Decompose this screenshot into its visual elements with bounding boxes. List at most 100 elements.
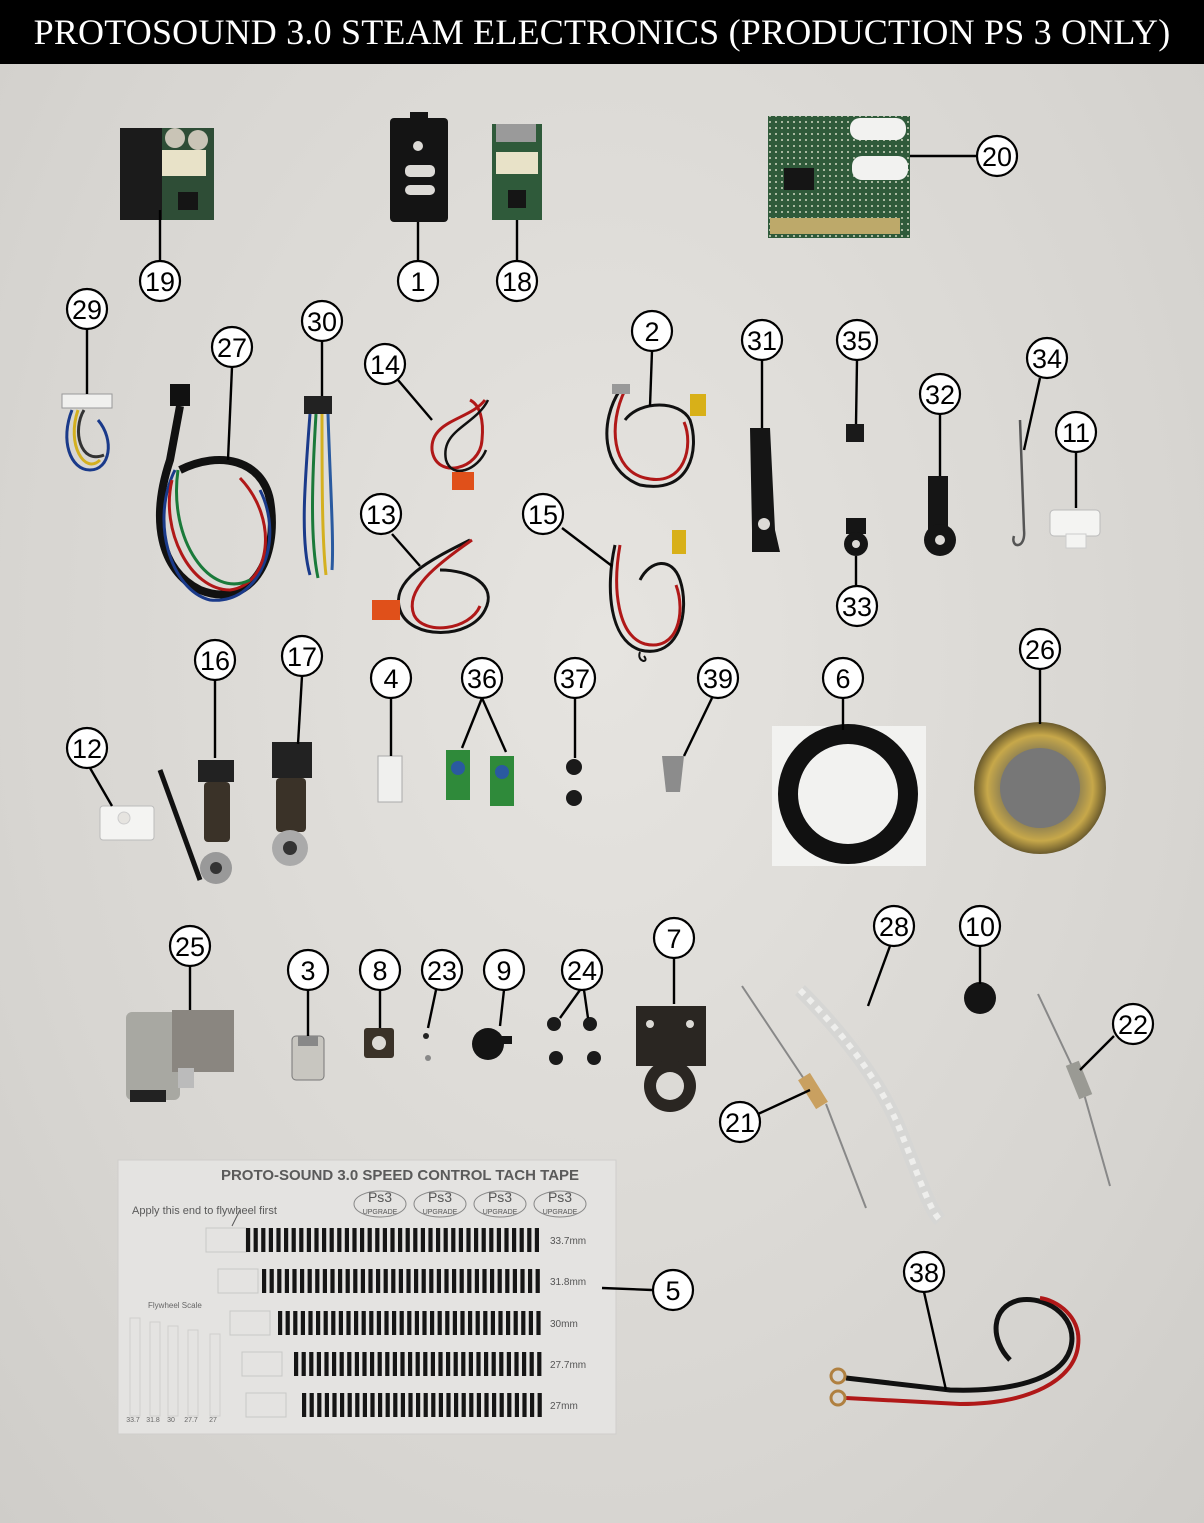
tach-stripe: [400, 1352, 405, 1376]
callout-number: 21: [725, 1108, 755, 1138]
tach-stripe: [466, 1228, 471, 1252]
leader-39: [682, 697, 714, 757]
tach-stripe: [355, 1393, 360, 1417]
callout-18: 18: [495, 259, 539, 303]
scale-bar: 31.8: [146, 1321, 161, 1424]
tach-stripe: [535, 1269, 540, 1293]
callout-22: 22: [1111, 1002, 1155, 1046]
tach-stripe: [284, 1269, 289, 1293]
leader-5: [601, 1286, 653, 1292]
tach-stripe: [498, 1311, 503, 1335]
tach-stripe: [504, 1228, 509, 1252]
tach-stripe: [368, 1269, 373, 1293]
callout-number: 39: [703, 664, 733, 694]
tach-stripe: [444, 1269, 449, 1293]
part-13-led-harness: [372, 538, 490, 634]
part-34-wire-spring: [1012, 419, 1026, 547]
tach-stripe: [383, 1269, 388, 1293]
callout-23: 23: [420, 948, 464, 992]
tach-stripe: [378, 1393, 383, 1417]
tach-stripe: [416, 1393, 421, 1417]
tach-stripe: [398, 1228, 403, 1252]
tach-row-label: 31.8mm: [550, 1277, 586, 1288]
tach-stripe: [277, 1269, 282, 1293]
callout-number: 35: [842, 326, 872, 356]
flywheel-scale-label: Flywheel Scale: [148, 1301, 202, 1310]
callout-37: 37: [553, 656, 597, 700]
tach-stripe: [309, 1393, 314, 1417]
callout-31: 31: [740, 318, 784, 362]
tach-stripe: [345, 1269, 350, 1293]
tach-stripe: [483, 1311, 488, 1335]
leader-23: [426, 989, 438, 1029]
tach-stripe: [469, 1393, 474, 1417]
callout-circle: [1054, 410, 1098, 454]
callout-35: 35: [835, 318, 879, 362]
tach-stripe: [316, 1352, 321, 1376]
part-11-clear-lens: [1049, 509, 1101, 549]
callout-circle: [193, 638, 237, 682]
scale-tick-label: 27.7: [184, 1417, 198, 1424]
tach-stripe: [291, 1228, 296, 1252]
tach-stripe: [347, 1352, 352, 1376]
tach-stripe: [407, 1311, 412, 1335]
callout-circle: [280, 634, 324, 678]
tach-stripe: [385, 1352, 390, 1376]
callout-number: 29: [72, 295, 102, 325]
tach-stripe: [392, 1311, 397, 1335]
part-14-led-harness: [430, 398, 490, 490]
leader-lines: [85, 154, 1115, 1391]
tach-stripe: [476, 1393, 481, 1417]
tach-stripe: [392, 1352, 397, 1376]
tach-stripe: [344, 1228, 349, 1252]
tach-stripe: [393, 1393, 398, 1417]
tach-stripe: [338, 1311, 343, 1335]
callout-circle: [553, 656, 597, 700]
parts-diagram: PROTO-SOUND 3.0 SPEED CONTROL TACH TAPE …: [61, 112, 1155, 1435]
tach-stripe: [453, 1352, 458, 1376]
tach-stripe: [522, 1352, 527, 1376]
tach-stripe: [413, 1228, 418, 1252]
tach-stripe: [347, 1393, 352, 1417]
tach-stripe: [400, 1393, 405, 1417]
tach-stripe: [362, 1352, 367, 1376]
part-1-mounting-bracket: [390, 112, 448, 222]
part-10-flywheel: [964, 982, 996, 1014]
tach-stripe: [269, 1269, 274, 1293]
callout-number: 4: [383, 664, 398, 694]
tach-stripe: [406, 1269, 411, 1293]
callout-number: 1: [410, 267, 425, 297]
tach-stripe: [376, 1269, 381, 1293]
tach-stripe: [530, 1393, 535, 1417]
callout-number: 31: [747, 326, 777, 356]
scale-bar: 27.7: [184, 1329, 199, 1424]
tach-stripe: [337, 1228, 342, 1252]
callout-circle: [420, 948, 464, 992]
callout-number: 7: [666, 924, 681, 954]
callout-38: 38: [902, 1250, 946, 1294]
leader-22: [1079, 1035, 1115, 1071]
tach-stripe: [436, 1269, 441, 1293]
tach-stripe: [398, 1269, 403, 1293]
tach-stripe: [408, 1352, 413, 1376]
callout-circle: [902, 1250, 946, 1294]
tach-row-label: 27mm: [550, 1401, 578, 1412]
leader-24b: [582, 989, 590, 1019]
scale-tick-label: 27: [209, 1417, 217, 1424]
tach-stripe: [300, 1311, 305, 1335]
part-23-screw-a: [423, 1033, 429, 1039]
badge-upgrade: UPGRADE: [483, 1209, 518, 1216]
tach-stripe: [390, 1228, 395, 1252]
leader-21: [757, 1088, 811, 1116]
tach-row-label: 27.7mm: [550, 1360, 586, 1371]
callout-circle: [521, 492, 565, 536]
callout-number: 11: [1062, 418, 1090, 448]
callout-circle: [1018, 627, 1062, 671]
tach-stripe: [476, 1352, 481, 1376]
scale-bar: 33.7: [126, 1317, 141, 1424]
callout-number: 16: [200, 646, 230, 676]
callout-26: 26: [1018, 627, 1062, 671]
callout-number: 17: [287, 642, 317, 672]
